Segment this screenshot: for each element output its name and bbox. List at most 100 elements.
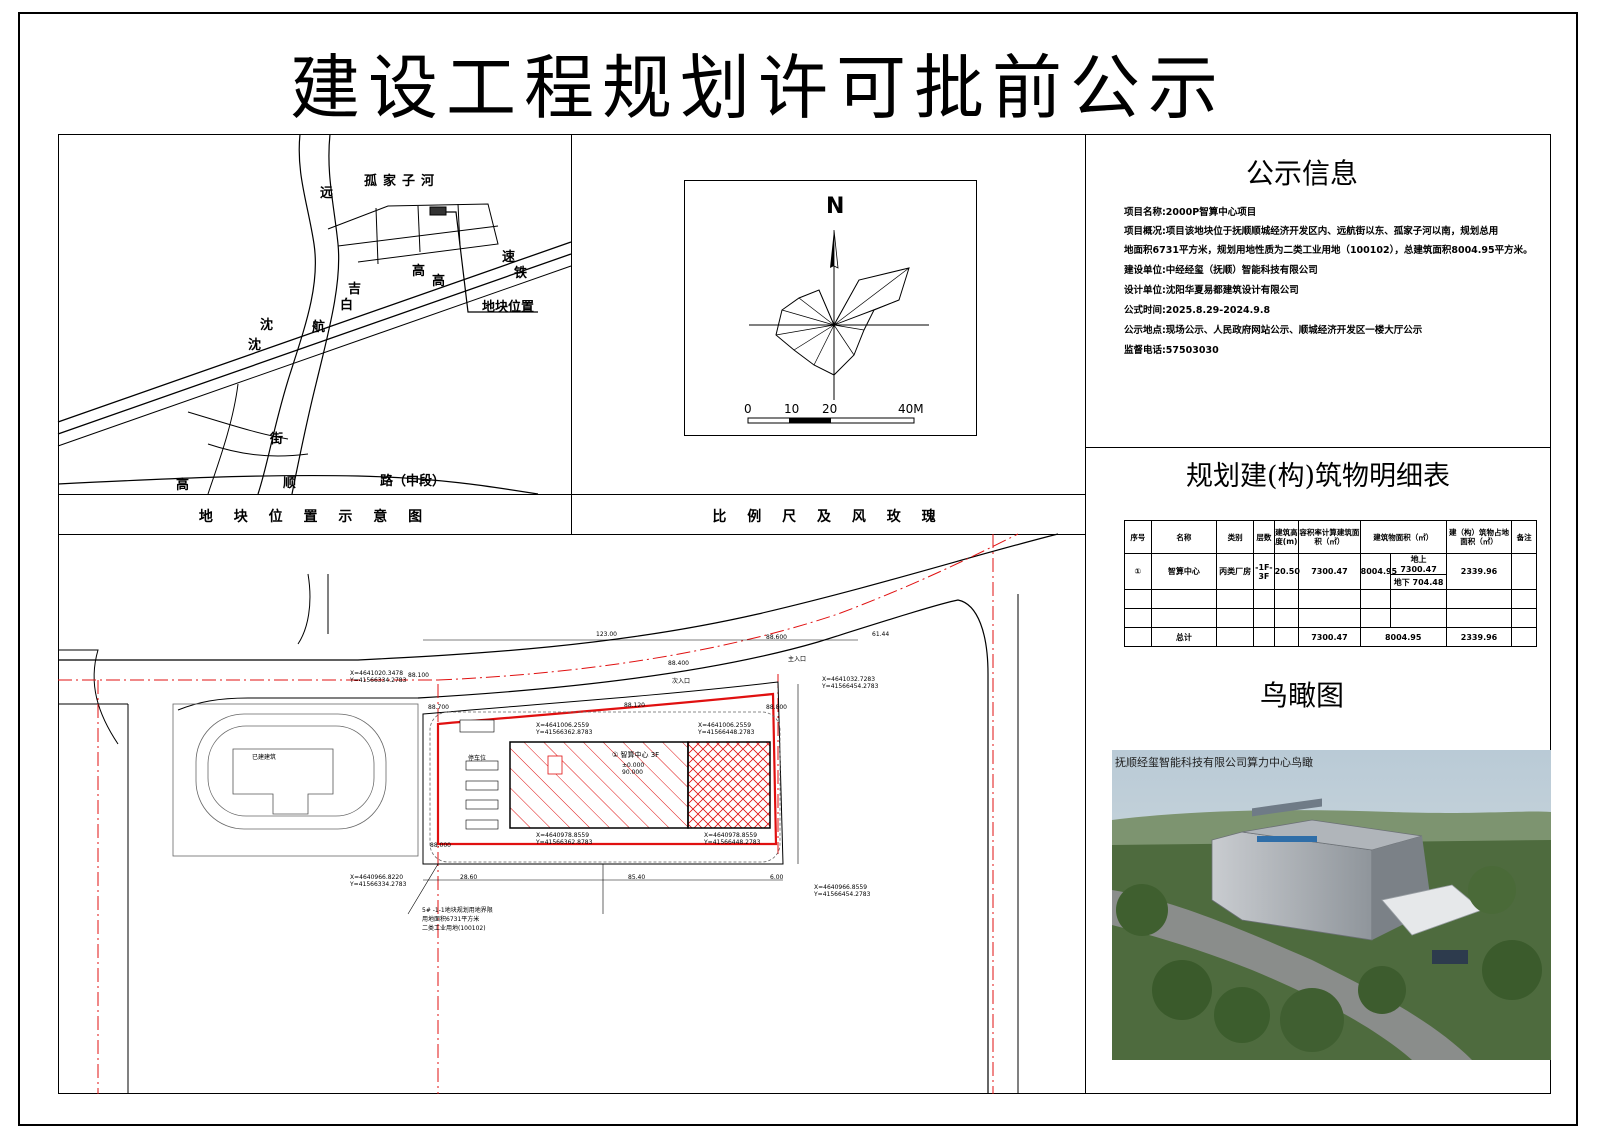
info-line-project-name: 项目名称:2000P智算中心项目	[1124, 207, 1257, 218]
map-label-shun: 顺	[283, 476, 297, 491]
cell-above-value: 7300.47	[1400, 565, 1437, 574]
scale-tick-10: 10	[784, 402, 800, 416]
coord-b4: X=4640978.8559 Y=41566448.2783	[704, 832, 761, 846]
elev-3: 88.120	[624, 702, 645, 709]
cell-below: 地下 704.48	[1390, 574, 1447, 590]
map-label-gao1: 高	[412, 264, 426, 279]
dim-top: 123.00	[596, 631, 617, 638]
cell-above: 地上 7300.47	[1390, 553, 1447, 575]
coord-b2: X=4641006.2559 Y=41566448.2783	[698, 722, 755, 736]
th-remarks: 备注	[1511, 520, 1537, 554]
cell-total-far: 7300.47	[1298, 627, 1361, 647]
scale-tick-0: 0	[744, 402, 752, 416]
divider-map-windrose	[571, 134, 572, 534]
cell-height: 20.50	[1273, 553, 1300, 590]
elev-2: 88.400	[668, 660, 689, 667]
divider-info-table	[1085, 447, 1551, 448]
map-label-ji: 吉	[348, 282, 362, 297]
windrose-frame	[684, 180, 977, 436]
map-label-river: 孤家子河	[364, 174, 441, 189]
main-entrance-label: 主入口	[788, 656, 807, 663]
coord-b3: X=4640978.8559 Y=41566362.8783	[536, 832, 593, 846]
map-label-jie: 街	[270, 432, 284, 447]
th-total-area: 建筑物面积（㎡）	[1359, 520, 1447, 554]
notice-board	[58, 134, 1551, 1094]
cell-total-total: 8004.95	[1359, 627, 1447, 647]
th-name: 名称	[1150, 520, 1218, 554]
map-label-su: 速	[502, 250, 516, 265]
cell-total-label: 总计	[1150, 627, 1218, 647]
cell-footprint: 2339.96	[1445, 553, 1513, 590]
coord-tl: X=4641020.3478 Y=41566334.2783	[350, 670, 407, 684]
cell-below-value: 704.48	[1412, 577, 1444, 587]
windrose-diagram	[747, 229, 929, 424]
page-border	[18, 12, 1578, 1126]
aerial-caption: 抚顺经玺智能科技有限公司算力中心鸟瞰	[1115, 756, 1313, 769]
cell-total-footprint: 2339.96	[1445, 627, 1513, 647]
building-label: ① 智算中心 3F	[612, 751, 660, 759]
cell-name: 智算中心	[1150, 553, 1218, 590]
th-category: 类别	[1216, 520, 1255, 554]
coord-b1: X=4641006.2559 Y=41566362.8783	[536, 722, 593, 736]
map-label-gao3: 高	[176, 478, 190, 493]
elev-7: 88.000	[430, 842, 451, 849]
cell-below-label: 地下	[1393, 577, 1410, 587]
divider-caption-top	[58, 494, 1085, 495]
parking-label: 停车位	[468, 755, 487, 762]
map-label-hang: 航	[312, 320, 326, 335]
coord-br: X=4640966.8559 Y=41566454.2783	[814, 884, 871, 898]
cell-total-area: 8004.95	[1359, 553, 1397, 590]
elev-4: 88.700	[428, 704, 449, 711]
info-heading: 公示信息	[1245, 157, 1358, 190]
table-row-empty	[1124, 589, 1537, 609]
neighbor-building-label: 已建建筑	[252, 754, 277, 761]
map-label-road: 路（中段）	[380, 474, 446, 489]
site-note: 5# -1-1地块规划用地界限 用地面积6731平方米 二类工业用地(10010…	[422, 907, 493, 932]
buildings-table: 序号 名称 类别 层数 建筑高度(m) 容积率计算建筑面积（㎡） 建筑物面积（㎡…	[1124, 520, 1537, 647]
map-label-shen2: 沈	[248, 338, 262, 353]
elev-5: 88.800	[766, 704, 787, 711]
table-row: ① 智算中心 丙类厂房 -1F-3F 20.50 7300.47 8004.95…	[1124, 553, 1537, 590]
site-plan	[58, 533, 1059, 1094]
table-row-total: 总计 7300.47 8004.95 2339.96	[1124, 627, 1537, 647]
info-line-designer: 设计单位:沈阳华夏易都建筑设计有限公司	[1124, 285, 1299, 296]
cell-far-area: 7300.47	[1298, 553, 1361, 590]
map-label-bai: 白	[340, 298, 354, 313]
dim-top-right: 61.44	[872, 631, 890, 638]
th-far-area: 容积率计算建筑面积（㎡）	[1298, 520, 1361, 554]
dim-bottom-1: 28.60	[460, 874, 478, 881]
info-line-location: 公示地点:现场公示、人民政府网站公示、顺城经济开发区一楼大厅公示	[1124, 325, 1423, 336]
building-elevation: ±0.000 90.000	[622, 762, 645, 776]
th-floors: 层数	[1253, 520, 1275, 554]
map-label-tie: 铁	[514, 266, 528, 281]
divider-left-right	[1085, 134, 1086, 1094]
scale-tick-20: 20	[822, 402, 838, 416]
table-heading: 规划建(构)筑物明细表	[1185, 461, 1451, 492]
north-label: N	[826, 194, 845, 219]
cell-floors: -1F-3F	[1253, 553, 1275, 590]
page-title: 建设工程规划许可批前公示	[290, 47, 1226, 129]
cell-remarks	[1511, 553, 1537, 590]
location-map	[57, 133, 572, 495]
info-line-developer: 建设单位:中经经玺（抚顺）智能科技有限公司	[1124, 265, 1318, 276]
aerial-rendering	[1112, 750, 1551, 1060]
cell-no: ①	[1124, 553, 1152, 590]
elev-6: 88.100	[408, 672, 429, 679]
location-map-caption: 地 块 位 置 示 意 图	[198, 509, 431, 525]
coord-tr: X=4641032.7283 Y=41566454.2783	[822, 676, 879, 690]
info-line-phone: 监督电话:57503030	[1124, 345, 1219, 356]
info-line-overview-2: 地面积6731平方米，规划用地性质为二类工业用地（100102），总建筑面积80…	[1124, 245, 1533, 256]
scale-tick-40: 40M	[898, 402, 924, 416]
map-label-shen1: 沈	[260, 318, 274, 333]
table-row-empty	[1124, 608, 1537, 628]
th-no: 序号	[1124, 520, 1152, 554]
th-height: 建筑高度(m)	[1273, 520, 1300, 554]
info-line-overview-1: 项目概况:项目该地块位于抚顺顺城经济开发区内、远航街以东、孤家子河以南，规划总用	[1124, 226, 1499, 237]
aerial-heading: 鸟瞰图	[1259, 679, 1344, 712]
windrose-caption: 比 例 尺 及 风 玫 瑰	[712, 509, 944, 525]
map-label-gao2: 高	[432, 274, 446, 289]
map-label-site: 地块位置	[482, 300, 535, 315]
coord-bl: X=4640966.8220 Y=41566334.2783	[350, 874, 407, 888]
info-line-period: 公式时间:2025.8.29-2024.9.8	[1124, 305, 1271, 316]
cell-category: 丙类厂房	[1216, 553, 1255, 590]
